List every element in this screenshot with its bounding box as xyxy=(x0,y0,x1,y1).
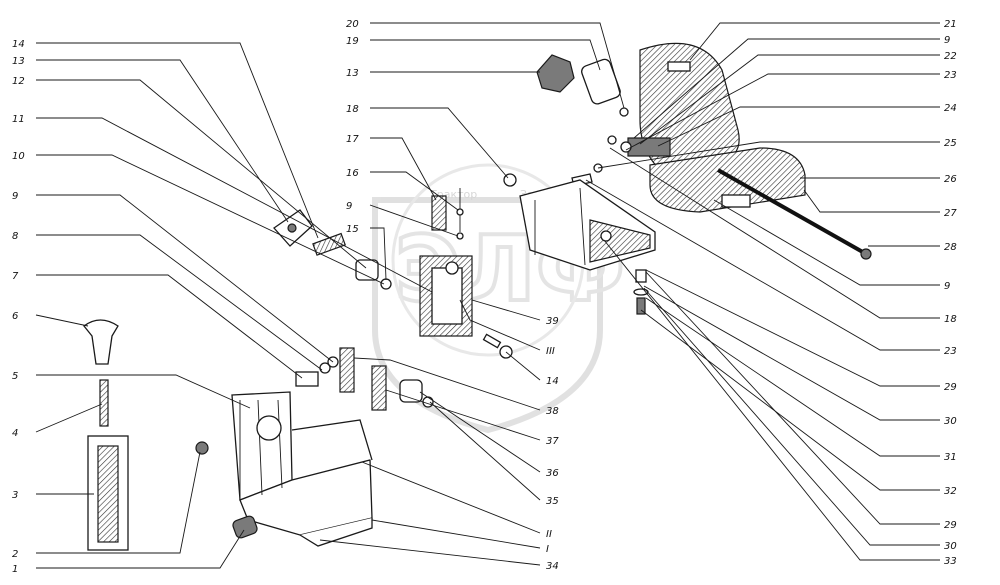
callout-left-4: 10 xyxy=(12,151,25,162)
callout-left-6: 8 xyxy=(12,231,18,242)
callout-left-7: 7 xyxy=(12,271,19,282)
callout-right-6: 26 xyxy=(944,174,957,185)
callout-right-3: 23 xyxy=(944,70,957,81)
callout-right-9: 9 xyxy=(944,281,950,292)
callout-right-17: 30 xyxy=(944,541,957,552)
leader-lines-center xyxy=(319,299,541,566)
callout-left-10: 4 xyxy=(12,428,18,439)
adjustment-rod xyxy=(717,168,869,257)
callout-right-2: 22 xyxy=(944,51,957,62)
callout-top-0: 20 xyxy=(346,19,359,30)
callout-right-16: 29 xyxy=(944,520,957,531)
slide-guide xyxy=(419,255,473,337)
callout-right-11: 23 xyxy=(944,346,957,357)
callout-top-3: 18 xyxy=(346,104,359,115)
top-knob-assembly xyxy=(536,54,629,117)
callout-center-7: II xyxy=(546,529,552,540)
callout-left-3: 11 xyxy=(12,114,25,125)
callout-center-0: 39 xyxy=(546,316,559,327)
callout-left-13: 1 xyxy=(12,564,18,575)
suspension-frame xyxy=(195,391,373,547)
leader-lines-right xyxy=(585,22,940,561)
callout-right-5: 25 xyxy=(944,138,957,149)
callout-top-7: 15 xyxy=(346,224,359,235)
callout-right-13: 30 xyxy=(944,416,957,427)
leader-lines-top xyxy=(369,22,625,281)
callout-left-9: 5 xyxy=(12,371,18,382)
callout-right-18: 33 xyxy=(944,556,957,567)
callout-center-6: 35 xyxy=(546,496,559,507)
callout-left-8: 6 xyxy=(12,311,18,322)
callout-right-7: 27 xyxy=(944,208,957,219)
callout-right-10: 18 xyxy=(944,314,957,325)
callout-center-1: III xyxy=(546,346,555,357)
callout-labels: 1413121110987654321201913181716915219222… xyxy=(12,19,957,575)
left-knob-assembly xyxy=(273,209,392,290)
callout-top-2: 13 xyxy=(346,68,359,79)
seat-frame xyxy=(503,173,656,271)
callout-left-12: 2 xyxy=(12,549,18,560)
rod-knob xyxy=(860,248,872,260)
callout-left-1: 13 xyxy=(12,56,25,67)
callout-right-0: 21 xyxy=(944,19,957,30)
pin-bushing xyxy=(399,333,513,408)
small-spring xyxy=(99,379,109,427)
callout-right-4: 24 xyxy=(944,103,957,114)
callout-right-14: 31 xyxy=(944,452,957,463)
callout-left-5: 9 xyxy=(12,191,18,202)
callout-top-4: 17 xyxy=(346,134,359,145)
callout-left-11: 3 xyxy=(12,490,18,501)
leader-lines-left xyxy=(35,42,433,569)
callout-center-5: 36 xyxy=(546,468,559,479)
callout-center-9: 34 xyxy=(546,561,559,572)
callout-center-3: 38 xyxy=(546,406,559,417)
callout-left-0: 14 xyxy=(12,39,25,50)
callout-top-1: 19 xyxy=(346,36,359,47)
callout-center-4: 37 xyxy=(546,436,559,447)
callout-center-2: 14 xyxy=(546,376,559,387)
handle-knob xyxy=(83,319,119,365)
callout-top-5: 16 xyxy=(346,168,359,179)
callout-left-2: 12 xyxy=(12,76,25,87)
spring-bars xyxy=(339,347,387,411)
callout-right-8: 28 xyxy=(944,242,957,253)
callout-right-15: 32 xyxy=(944,486,957,497)
callout-top-6: 9 xyxy=(346,201,352,212)
callout-right-1: 9 xyxy=(944,35,950,46)
callout-right-12: 29 xyxy=(944,382,957,393)
callout-center-8: I xyxy=(546,544,549,555)
spring-box xyxy=(87,435,129,551)
